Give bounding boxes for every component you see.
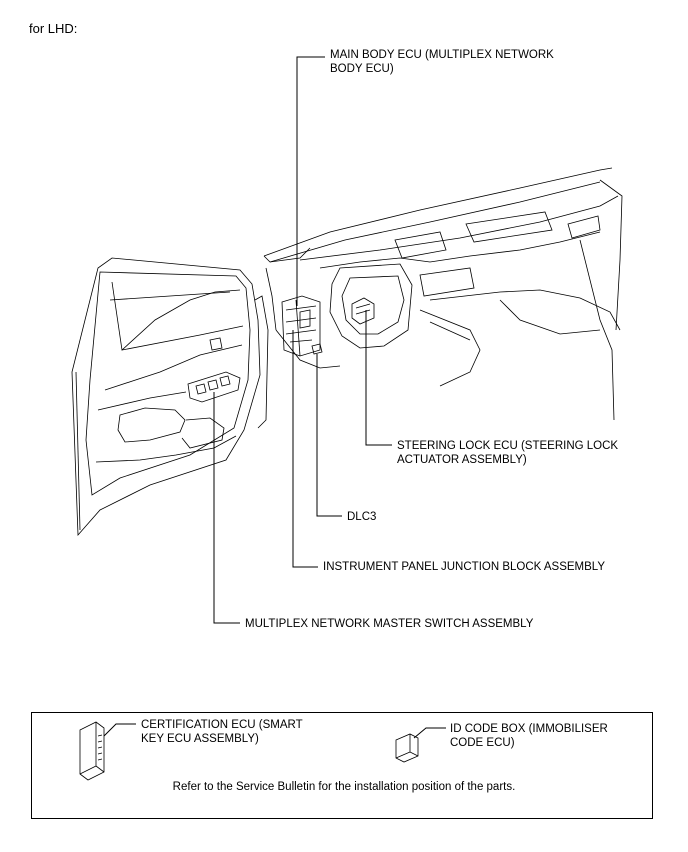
junction-block-drawing [281, 295, 323, 357]
steering-lock-ecu-drawing [351, 297, 375, 325]
id-code-box-label: ID CODE BOX (IMMOBILISER CODE ECU) [450, 723, 608, 749]
note-box [31, 712, 653, 819]
dlc3-label: DLC3 [347, 511, 377, 523]
certification-ecu-label: CERTIFICATION ECU (SMART KEY ECU ASSEMBL… [141, 719, 303, 745]
heading: for LHD: [29, 21, 78, 36]
steering-lock-ecu-label: STEERING LOCK ECU (STEERING LOCK ACTUATO… [397, 440, 619, 466]
front-door-drawing [71, 257, 269, 537]
dashboard-drawing [263, 167, 623, 421]
leader-lines [213, 56, 392, 624]
junction-block-label: INSTRUMENT PANEL JUNCTION BLOCK ASSEMBLY [323, 561, 606, 573]
master-switch-drawing [187, 371, 241, 403]
service-bulletin-note: Refer to the Service Bulletin for the in… [172, 781, 516, 793]
certification-ecu-icon [79, 721, 136, 781]
id-code-box-icon [395, 727, 446, 763]
main-body-ecu-label: MAIN BODY ECU (MULTIPLEX NETWORK BODY EC… [330, 49, 554, 75]
master-switch-label: MULTIPLEX NETWORK MASTER SWITCH ASSEMBLY [245, 618, 534, 630]
